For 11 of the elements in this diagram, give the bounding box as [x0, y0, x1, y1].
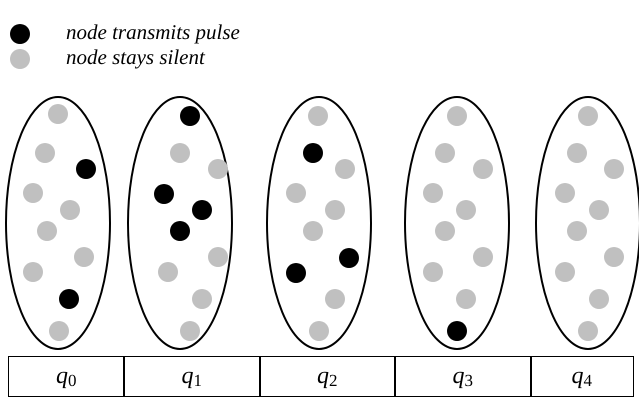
ellipse — [265, 95, 373, 351]
legend-text: node transmits pulse — [66, 20, 240, 44]
ellipse — [403, 95, 511, 351]
ellipse — [126, 95, 234, 351]
table-cell-text: q$_{2}$ — [317, 362, 338, 390]
table-cell-text: q$_{1}$ — [182, 362, 202, 390]
table-cell-text: q$_{3}$ — [452, 362, 473, 390]
ellipse — [4, 95, 112, 351]
table-cell-text: q$_{4}$ — [572, 362, 592, 390]
legend-text: node stays silent — [66, 45, 205, 69]
table-cell-text: q$_{0}$ — [56, 362, 76, 390]
